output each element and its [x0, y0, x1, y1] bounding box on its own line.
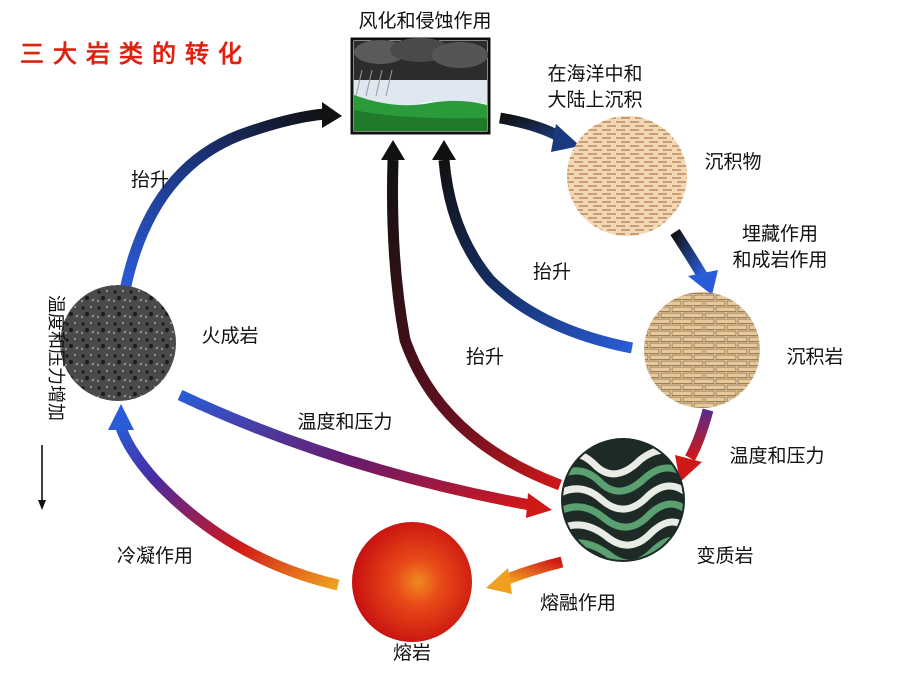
- temp-pressure-mid-arrow: [177, 390, 552, 518]
- metamorphic-rock-circle: [561, 438, 685, 562]
- deposit-label-line2: 大陆上沉积: [547, 89, 642, 111]
- igneous-rock-label: 火成岩: [201, 325, 258, 347]
- uplift-center-label: 抬升: [466, 346, 504, 368]
- igneous-rock-circle: [60, 285, 176, 401]
- melting-label: 熔融作用: [540, 592, 616, 614]
- burial-label-line1: 埋藏作用: [742, 223, 818, 245]
- sedimentary-rock-label: 沉积岩: [786, 346, 843, 368]
- uplift-center-arrow: [381, 140, 562, 491]
- deposit-arrow: [499, 112, 580, 152]
- uplift-right-arrow: [432, 140, 634, 354]
- side-axis-label: 温度和压力增加: [45, 295, 66, 421]
- side-axis-arrow: [38, 445, 46, 510]
- temp-pressure-mid-label: 温度和压力: [297, 411, 392, 433]
- uplift-left-label: 抬升: [131, 169, 169, 191]
- side-axis: 温度和压力增加: [45, 295, 66, 421]
- magma-circle: [352, 522, 472, 642]
- sediment-circle: [567, 116, 687, 236]
- diagram-title: 三大岩类的转化: [20, 40, 251, 68]
- burial-arrow: [670, 228, 718, 295]
- metamorphic-rock-label: 变质岩: [696, 545, 753, 567]
- weathering-label: 风化和侵蚀作用: [358, 10, 491, 32]
- cooling-arrow: [108, 404, 340, 591]
- sediment-label: 沉积物: [704, 151, 761, 173]
- magma-label: 熔岩: [393, 642, 431, 664]
- weathering-image: [350, 37, 491, 135]
- melting-arrow: [486, 556, 564, 594]
- deposit-label-line1: 在海洋中和: [547, 63, 642, 85]
- cooling-label: 冷凝作用: [117, 545, 193, 567]
- burial-label-line2: 和成岩作用: [732, 249, 827, 271]
- temp-pressure-right-label: 温度和压力: [729, 445, 824, 467]
- uplift-right-label: 抬升: [533, 261, 571, 283]
- temp-pressure-right-arrow: [675, 408, 714, 482]
- uplift-left-arrow: [119, 102, 342, 292]
- sedimentary-rock-circle: [644, 292, 760, 408]
